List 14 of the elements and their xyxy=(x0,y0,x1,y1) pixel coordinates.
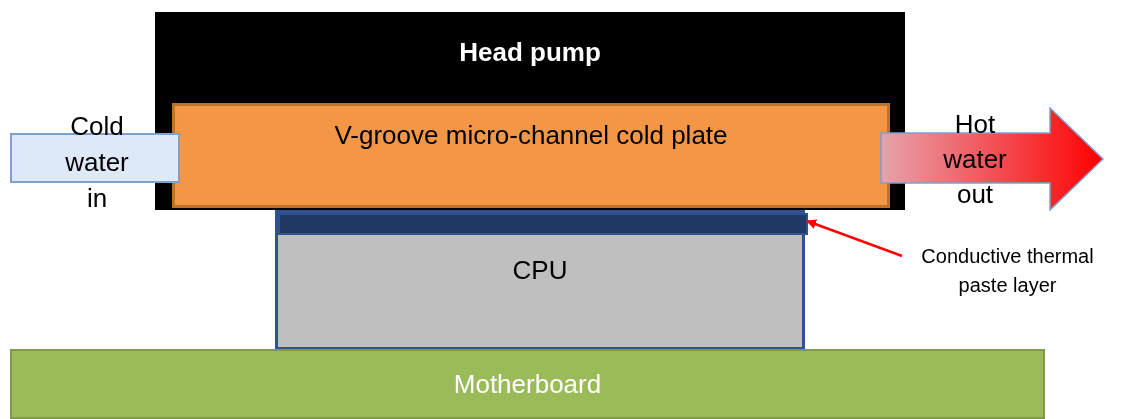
pump-block xyxy=(155,12,905,210)
callout-text: Conductive thermal paste layer xyxy=(920,244,1095,298)
motherboard-board xyxy=(10,349,1045,419)
paste-layer xyxy=(278,213,808,235)
cpu-label: CPU xyxy=(511,255,569,286)
leader-arrow xyxy=(806,219,903,258)
pump-label: Head pump xyxy=(458,37,602,68)
plate-label: V-groove micro-channel cold plate xyxy=(333,120,729,151)
outlet-arrow xyxy=(880,107,1105,211)
cold-plate xyxy=(172,103,890,208)
inlet-label: Cold water in xyxy=(64,110,130,215)
cpu-chip xyxy=(275,210,805,350)
motherboard-label: Motherboard xyxy=(452,369,603,400)
outlet-label: Hot water out xyxy=(942,108,1008,211)
